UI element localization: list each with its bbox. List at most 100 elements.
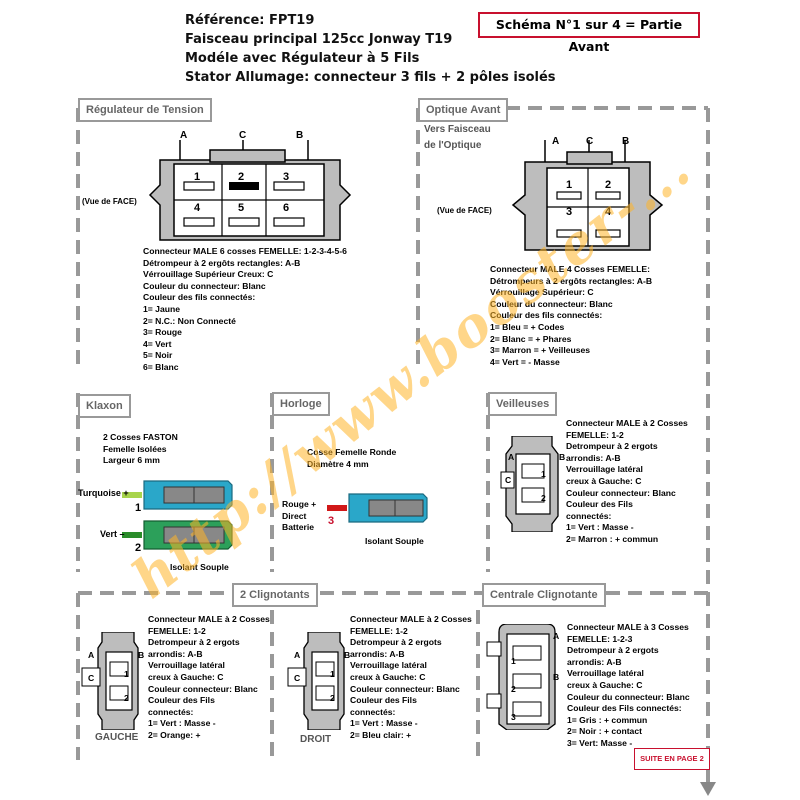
gauche-spec-line: Verrouillage latéral bbox=[148, 660, 225, 671]
centrale-spec-line: 2= Noir : + contact bbox=[567, 726, 642, 737]
regulator-spec-line: Couleur des fils connectés: bbox=[143, 292, 256, 303]
horloge-desc-line: Cosse Femelle Ronde bbox=[307, 447, 397, 457]
centrale-label-b: B bbox=[553, 672, 560, 682]
regulator-spec-line: 5= Noir bbox=[143, 350, 173, 361]
regulator-spec-list: Connecteur MALE 6 cosses FEMELLE: 1-2-3-… bbox=[143, 246, 347, 374]
regulator-connector bbox=[148, 140, 352, 241]
klaxon-wire1-name: Turquoise bbox=[78, 488, 121, 498]
regulator-pin-1: 1 bbox=[194, 171, 201, 183]
veilleuses-spec-line: 2= Marron : + commun bbox=[566, 533, 659, 544]
droit-label-a: A bbox=[294, 650, 301, 660]
regulator-pin-5: 5 bbox=[238, 202, 245, 214]
regulator-pin-6: 6 bbox=[283, 202, 290, 214]
centrale-pin-1: 1 bbox=[511, 656, 516, 666]
centrale-spec-line: creux à Gauche: C bbox=[567, 679, 643, 690]
veilleuses-spec-line: Couleur connecteur: Blanc bbox=[566, 487, 676, 498]
gauche-spec-line: FEMELLE: 1-2 bbox=[148, 625, 206, 636]
centrale-pin-3: 3 bbox=[511, 712, 516, 722]
optique-spec-line: Détrompeurs à 2 ergôts rectangles: A-B bbox=[490, 275, 653, 286]
harness-title: Faisceau principal 125cc Jonway T19 bbox=[185, 32, 453, 47]
gauche-spec-line: creux à Gauche: C bbox=[148, 671, 224, 682]
regulator-spec-line: Couleur du connecteur: Blanc bbox=[143, 280, 266, 291]
gauche-spec-line: Detrompeur à 2 ergots bbox=[148, 637, 240, 648]
klaxon-wire2-name: Vert bbox=[100, 529, 118, 539]
optique-spec-line: Couleur du connecteur: Blanc bbox=[490, 298, 613, 309]
veilleuses-spec-line: Verrouillage latéral bbox=[566, 464, 643, 475]
veilleuses-label-c: C bbox=[505, 475, 512, 485]
gauche-spec-line: 1= Vert : Masse - bbox=[148, 718, 216, 729]
klaxon-desc: 2 Cosses FASTON Femelle Isolées Largeur … bbox=[103, 432, 178, 467]
centrale-spec-line: Couleur des Fils connectés: bbox=[567, 703, 682, 714]
optique-spec-line: Vérrouillage Supérieur: C bbox=[490, 287, 594, 298]
droit-pin-1: 1 bbox=[330, 669, 335, 679]
gauche-spec-line: Couleur connecteur: Blanc bbox=[148, 683, 258, 694]
veilleuses-connector bbox=[500, 436, 559, 532]
section-title-clignotants: 2 Clignotants bbox=[232, 583, 318, 607]
horloge-wire-line: Batterie bbox=[282, 522, 314, 533]
centrale-spec-line: arrondis: A-B bbox=[567, 656, 622, 667]
gauche-label-c: C bbox=[88, 673, 95, 683]
suite-page-link[interactable]: SUITE EN PAGE 2 bbox=[634, 748, 710, 770]
gauche-label: GAUCHE bbox=[95, 732, 139, 743]
regulator-spec-line: 6= Blanc bbox=[143, 361, 179, 372]
horloge-wire-line: Direct bbox=[282, 510, 307, 521]
gauche-spec-line: Couleur des Fils bbox=[148, 695, 215, 706]
optique-spec-list: Connecteur MALE 4 Cosses FEMELLE: Détrom… bbox=[490, 264, 652, 368]
droit-spec-line: 2= Bleu clair: + bbox=[350, 729, 412, 740]
optique-label-b: B bbox=[622, 136, 630, 147]
veilleuses-spec-line: Couleur des Fils bbox=[566, 499, 633, 510]
optique-pin-4: 4 bbox=[605, 206, 612, 218]
centrale-connector bbox=[486, 624, 556, 730]
optique-pin-3: 3 bbox=[566, 206, 573, 218]
veilleuses-spec-list: Connecteur MALE à 2 Cosses FEMELLE: 1-2 … bbox=[566, 418, 688, 546]
veilleuses-spec-line: 1= Vert : Masse - bbox=[566, 522, 634, 533]
regulator-label-a: A bbox=[180, 130, 188, 141]
klaxon-num1: 1 bbox=[135, 502, 142, 514]
model-title: Modéle avec Régulateur à 5 Fils bbox=[185, 51, 420, 66]
veilleuses-spec-line: connectés: bbox=[566, 510, 612, 521]
centrale-spec-line: FEMELLE: 1-2-3 bbox=[567, 633, 633, 644]
optique-spec-line: 4= Vert = - Masse bbox=[490, 356, 560, 367]
veilleuses-spec-line: Connecteur MALE à 2 Cosses bbox=[566, 418, 688, 428]
klaxon-terminals bbox=[122, 480, 233, 550]
horloge-num: 3 bbox=[328, 515, 335, 527]
optique-view-label: (Vue de FACE) bbox=[437, 206, 492, 215]
stator-title: Stator Allumage: connecteur 3 fils + 2 p… bbox=[185, 70, 556, 85]
section-title-regulateur: Régulateur de Tension bbox=[78, 98, 212, 122]
section-title-veilleuses: Veilleuses bbox=[488, 392, 558, 416]
klaxon-wire2-label: Vert – bbox=[100, 529, 125, 539]
section-title-horloge: Horloge bbox=[272, 392, 330, 416]
horloge-terminal bbox=[327, 493, 428, 523]
droit-spec-line: Connecteur MALE à 2 Cosses bbox=[350, 614, 472, 624]
regulator-spec-line: 2= N.C.: Non Connecté bbox=[143, 315, 236, 326]
centrale-spec-line: 3= Vert: Masse - bbox=[567, 737, 633, 748]
regulator-spec-line: Détrompeur à 2 ergôts rectangles: A-B bbox=[143, 257, 301, 268]
regulator-spec-line: Connecteur MALE 6 cosses FEMELLE: 1-2-3-… bbox=[143, 246, 347, 256]
veilleuses-spec-line: arrondis: A-B bbox=[566, 452, 621, 463]
droit-spec-line: creux à Gauche: C bbox=[350, 671, 426, 682]
droit-spec-line: Couleur connecteur: Blanc bbox=[350, 683, 460, 694]
optique-label-a: A bbox=[552, 136, 560, 147]
droit-label: DROIT bbox=[300, 734, 332, 745]
klaxon-isolant: Isolant Souple bbox=[170, 562, 229, 572]
regulator-view-label: (Vue de FACE) bbox=[82, 197, 137, 206]
regulator-pin-3: 3 bbox=[283, 171, 290, 183]
gauche-pin-2: 2 bbox=[124, 693, 129, 703]
section-title-optique: Optique Avant bbox=[418, 98, 509, 122]
horloge-desc-line: Diamètre 4 mm bbox=[307, 458, 369, 469]
droit-spec-line: Detrompeur à 2 ergots bbox=[350, 637, 442, 648]
optique-spec-line: Couleur des fils connectés: bbox=[490, 310, 603, 321]
klaxon-num2: 2 bbox=[135, 542, 142, 554]
gauche-label-a: A bbox=[88, 650, 95, 660]
klaxon-desc-line: 2 Cosses FASTON bbox=[103, 432, 178, 442]
klaxon-wire1-label: Turquoise + bbox=[78, 488, 129, 498]
section-title-centrale: Centrale Clignotante bbox=[482, 583, 606, 607]
droit-spec-line: 1= Vert : Masse - bbox=[350, 718, 418, 729]
droit-spec-list: Connecteur MALE à 2 Cosses FEMELLE: 1-2 … bbox=[350, 614, 472, 742]
section-title-klaxon: Klaxon bbox=[78, 394, 131, 418]
optique-pin-2: 2 bbox=[605, 179, 612, 191]
horloge-isolant: Isolant Souple bbox=[365, 536, 424, 546]
optique-vers-line2: de l'Optique bbox=[424, 140, 482, 151]
gauche-spec-list: Connecteur MALE à 2 Cosses FEMELLE: 1-2 … bbox=[148, 614, 270, 742]
veilleuses-label-a: A bbox=[508, 452, 515, 462]
